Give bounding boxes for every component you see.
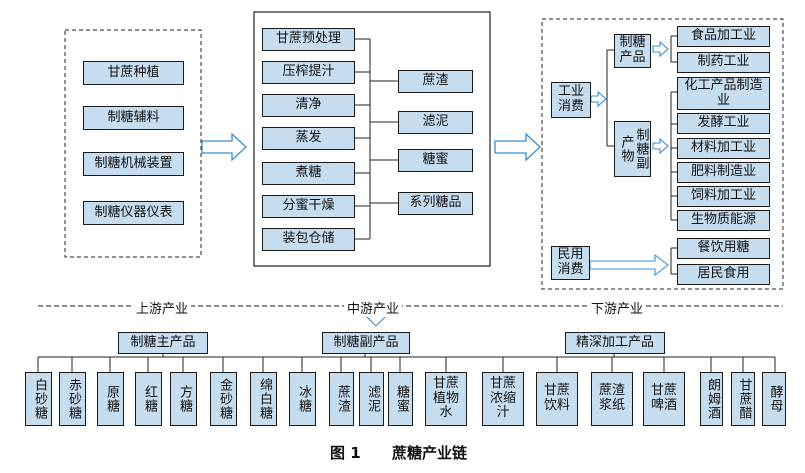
arrow-by-products (652, 137, 669, 155)
category-deep: 精深加工产品 (565, 332, 665, 354)
category-main: 制糖主产品 (118, 332, 208, 354)
civil-use: 餐饮用糖 (677, 238, 770, 259)
deep-product: 甘蔗植物水 (425, 372, 467, 426)
by-product: 滤泥 (359, 372, 384, 426)
process-step: 装包仓储 (262, 228, 355, 251)
main-product: 冰糖 (289, 372, 316, 426)
upstream-item: 制糖机械装置 (83, 152, 184, 176)
process-step: 蒸发 (262, 127, 355, 150)
deep-product: 甘蔗浓缩汁 (482, 372, 524, 426)
midstream-frame (253, 11, 491, 267)
process-step: 甘蔗预处理 (262, 28, 355, 51)
industry-use: 制药工业 (677, 52, 770, 73)
upstream-item: 制糖仪器仪表 (83, 201, 184, 225)
by-product: 蔗渣 (329, 372, 354, 426)
upstream-frame (64, 29, 202, 258)
main-product: 金砂糖 (210, 372, 237, 426)
industry-use: 材料加工业 (677, 138, 770, 159)
industrial-consumption: 工业消费 (551, 82, 591, 118)
process-output: 糖蜜 (398, 149, 473, 172)
downstream-frame (541, 18, 784, 290)
process-output: 蔗渣 (398, 70, 473, 93)
industry-use: 肥料制造业 (677, 162, 770, 183)
sugar-by-products: 制糖副产物 (614, 121, 651, 177)
sugar-main-products: 制糖产品 (614, 34, 651, 68)
process-step: 分蜜干燥 (262, 195, 355, 218)
deep-product: 朗姆酒 (700, 372, 723, 426)
arrow-main-products (652, 40, 669, 58)
main-product: 原糖 (97, 372, 124, 426)
industry-use: 化工产品制造业 (677, 77, 770, 110)
deep-product: 甘蔗饮料 (536, 372, 578, 426)
arrow-left-to-mid (201, 132, 247, 162)
deep-product: 甘蔗啤酒 (643, 372, 685, 426)
arrow-mid-to-right (494, 132, 541, 162)
by-product: 糖蜜 (388, 372, 413, 426)
industry-use: 生物质能源 (677, 210, 770, 231)
arrow-civil (589, 253, 669, 277)
main-product: 赤砂糖 (59, 372, 86, 426)
main-product: 白砂糖 (25, 372, 52, 426)
main-product: 红糖 (135, 372, 162, 426)
figure-title: 蔗糖产业链 (392, 444, 468, 462)
civil-consumption: 民用消费 (551, 246, 590, 280)
stage-downstream: 下游产业 (588, 298, 647, 317)
main-product: 方糖 (170, 372, 197, 426)
right-bracket (606, 35, 677, 275)
industry-use: 发酵工业 (677, 113, 770, 134)
upstream-item: 甘蔗种植 (83, 61, 184, 85)
process-output: 系列糖品 (398, 192, 473, 215)
stage-midstream: 中游产业 (344, 298, 403, 317)
process-output: 滤泥 (398, 111, 473, 134)
process-step: 压榨提汁 (262, 61, 355, 84)
bottom-tree (37, 344, 776, 372)
mid-bracket (355, 38, 398, 240)
category-by: 制糖副产品 (322, 332, 410, 354)
figure-label: 图 1 (330, 444, 361, 462)
deep-product: 酵母 (762, 372, 786, 426)
process-step: 煮糖 (262, 162, 355, 185)
industry-use: 饲料加工业 (677, 186, 770, 207)
deep-product: 甘蔗醋 (731, 372, 755, 426)
main-product: 绵白糖 (250, 372, 277, 426)
deep-product: 蔗渣浆纸 (591, 372, 633, 426)
process-step: 清净 (262, 94, 355, 117)
civil-use: 居民食用 (677, 264, 770, 285)
industry-use: 食品加工业 (677, 26, 770, 47)
stage-upstream: 上游产业 (133, 298, 192, 317)
upstream-item: 制糖辅料 (83, 106, 184, 130)
arrow-industrial (590, 90, 607, 108)
